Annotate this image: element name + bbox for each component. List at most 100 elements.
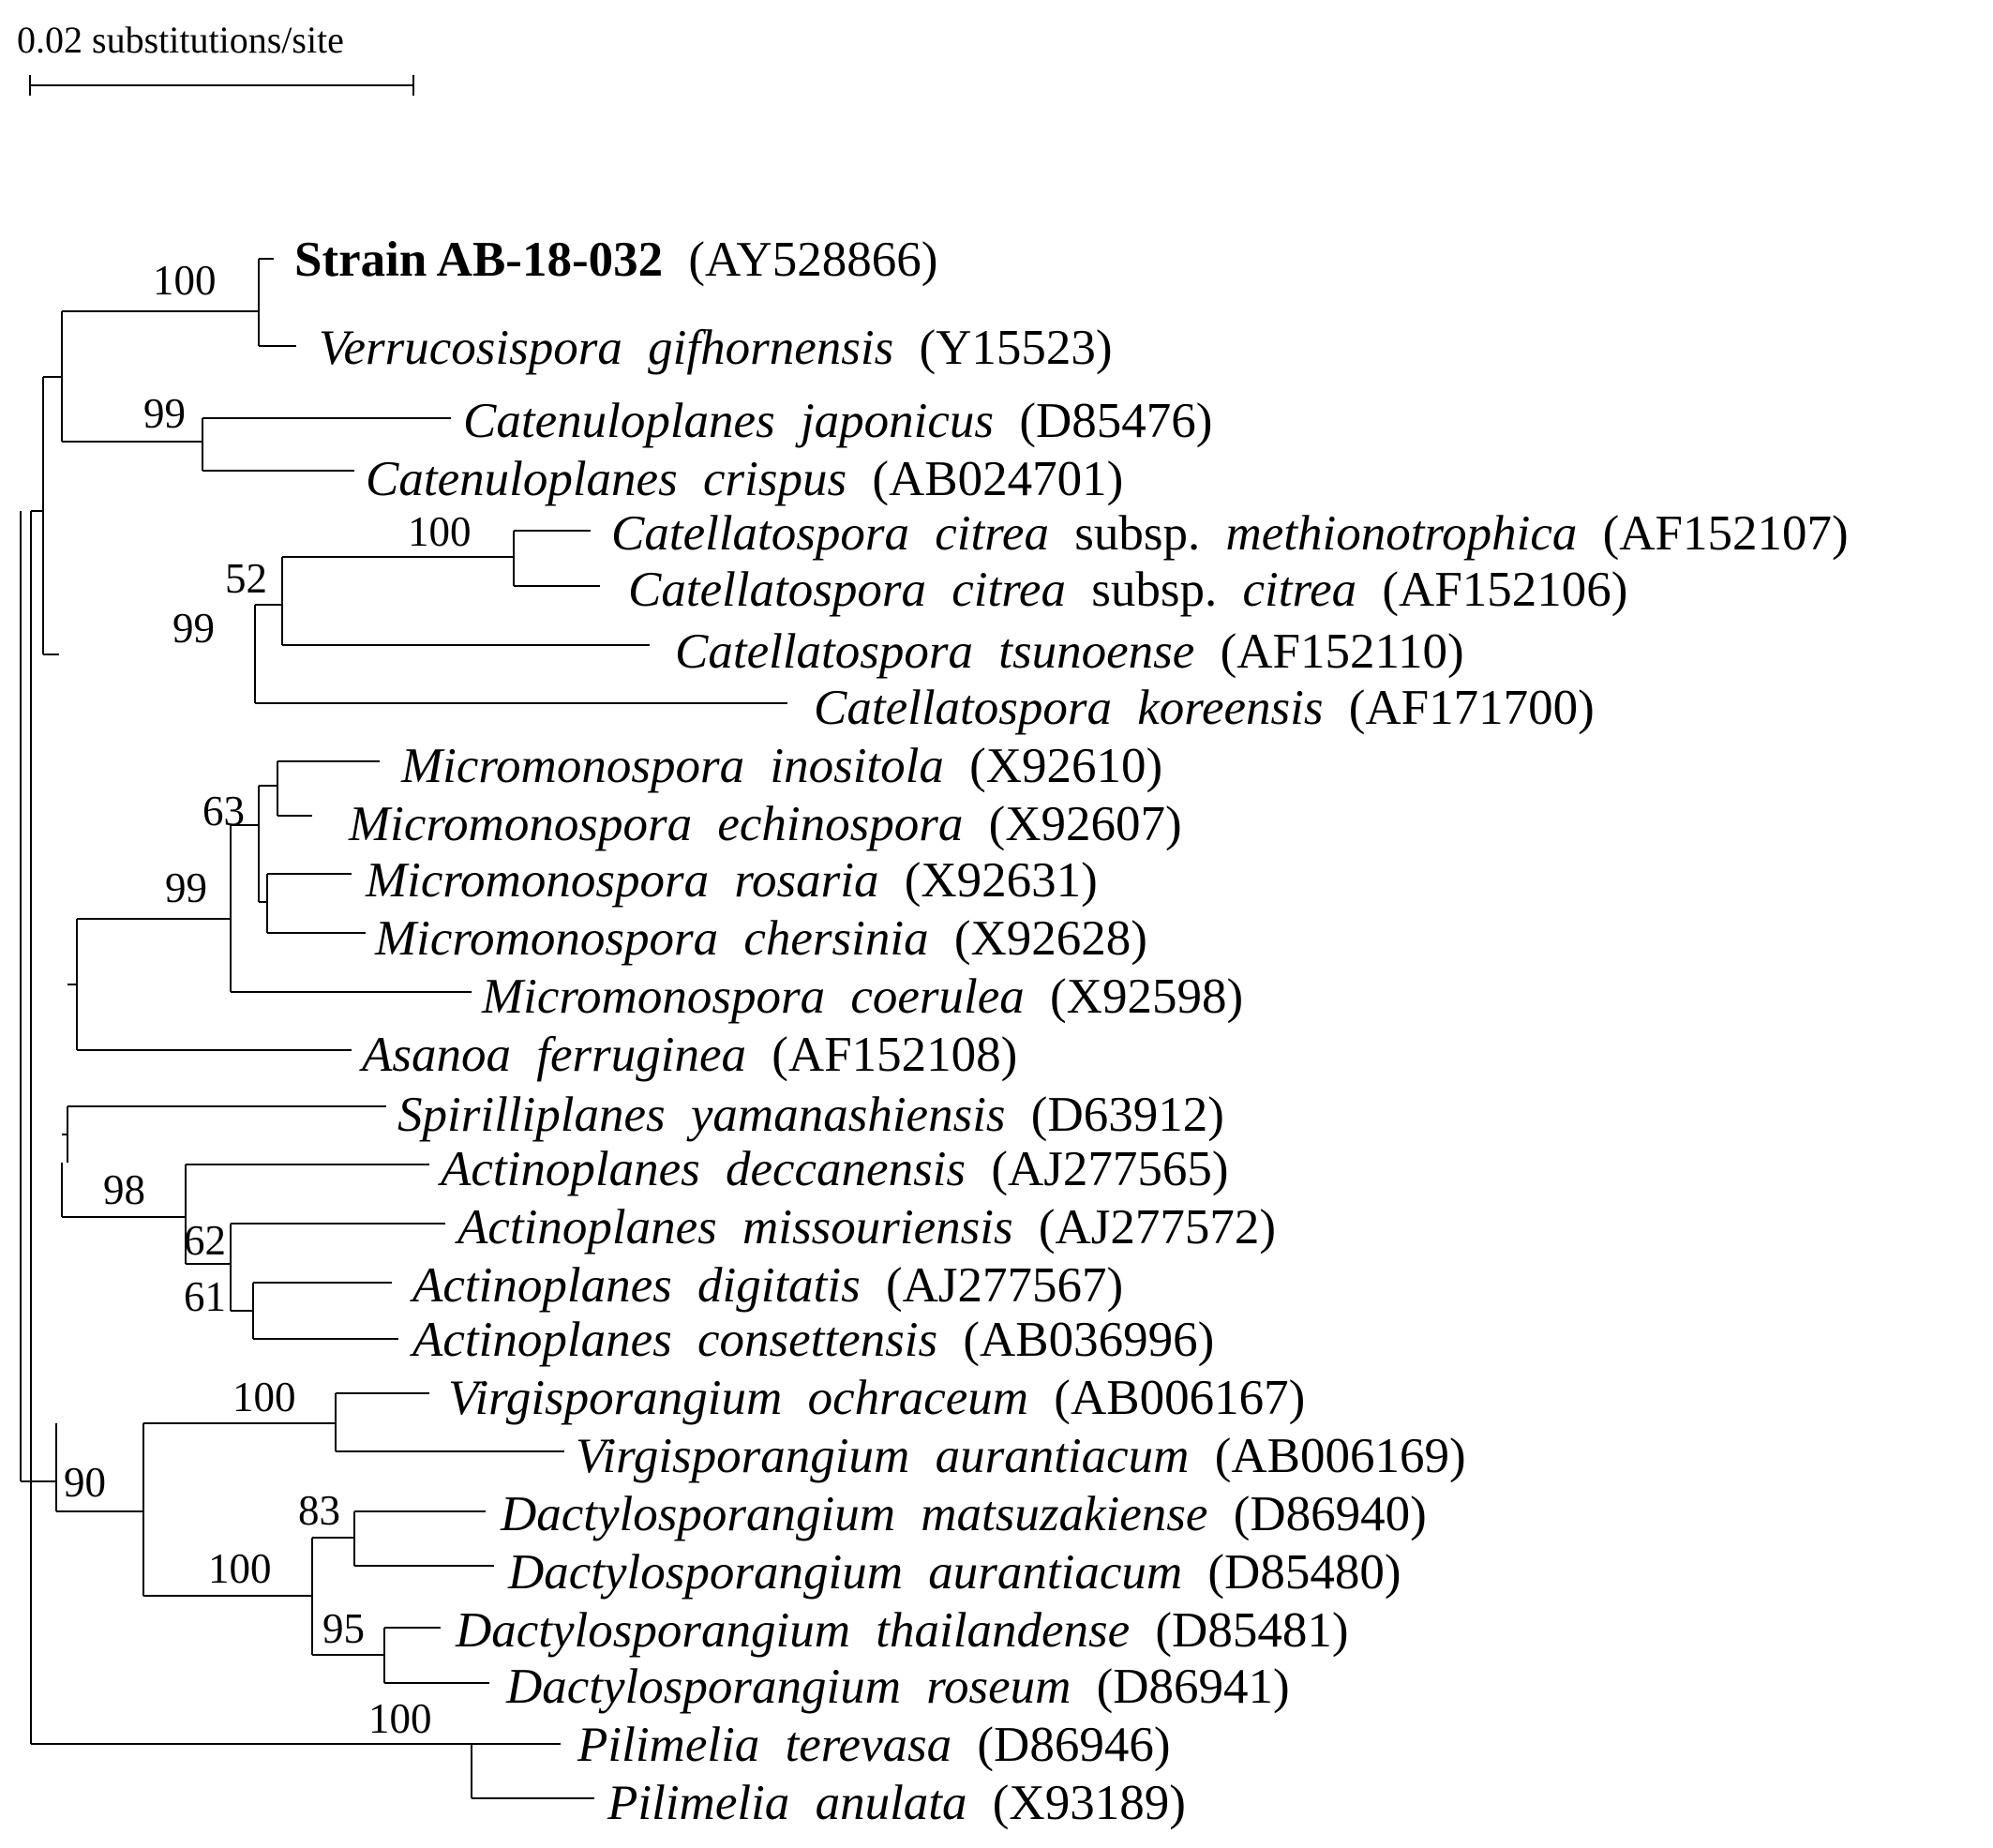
species-epithet: crispus [703, 452, 847, 506]
bootstrap-label: 90 [64, 1459, 106, 1506]
accession-number: (X93189) [993, 1776, 1186, 1830]
genus-name: Catellatospora [814, 681, 1112, 735]
accession-number: (D86941) [1097, 1660, 1290, 1714]
strain-name: Strain AB-18-032 [294, 233, 663, 287]
taxon-label: Catellatospora citrea subsp. citrea (AF1… [628, 563, 1627, 617]
genus-name: Pilimelia [577, 1718, 759, 1772]
accession-number: (X92610) [969, 739, 1162, 793]
genus-name: Micromonospora [348, 797, 692, 851]
taxon-label: Asanoa ferruginea (AF152108) [359, 1028, 1017, 1082]
subspecies-name: methionotrophica [1225, 506, 1577, 561]
genus-name: Micromonospora [481, 969, 825, 1024]
taxon-label: Virgisporangium aurantiacum (AB006169) [576, 1429, 1466, 1483]
taxon-label: Pilimelia terevasa (D86946) [577, 1718, 1170, 1772]
genus-name: Catenuloplanes [463, 394, 775, 448]
accession-number: (AB024701) [872, 452, 1123, 506]
taxon-label: Dactylosporangium matsuzakiense (D86940) [500, 1487, 1427, 1541]
species-epithet: japonicus [795, 394, 994, 448]
accession-number: (AJ277572) [1039, 1200, 1276, 1255]
taxon-label: Catellatospora citrea subsp. methionotro… [611, 506, 1849, 561]
genus-name: Actinoplanes [455, 1200, 717, 1255]
genus-name: Micromonospora [374, 911, 718, 966]
genus-name: Pilimelia [607, 1776, 789, 1830]
species-epithet: gifhornensis [648, 321, 893, 375]
taxon-label: Micromonospora inositola (X92610) [400, 739, 1162, 793]
accession-number: (AY528866) [688, 233, 937, 287]
bootstrap-label: 100 [368, 1695, 432, 1742]
genus-name: Dactylosporangium [500, 1487, 895, 1541]
taxon-label: Virgisporangium ochraceum (AB006167) [448, 1371, 1305, 1425]
taxon-label: Catellatospora koreensis (AF171700) [814, 681, 1595, 735]
species-epithet: ferruginea [536, 1028, 746, 1082]
subspecies-name: citrea [1242, 563, 1356, 617]
taxon-label: Dactylosporangium thailandense (D85481) [455, 1603, 1348, 1658]
species-epithet: yamanashiensis [686, 1088, 1006, 1142]
genus-name: Catenuloplanes [366, 452, 678, 506]
species-epithet: digitatis [697, 1258, 861, 1313]
accession-number: (D85481) [1155, 1603, 1348, 1658]
species-epithet: roseum [926, 1660, 1071, 1714]
accession-number: (X92607) [989, 797, 1182, 851]
species-epithet: missouriensis [742, 1200, 1013, 1255]
taxon-label: Actinoplanes missouriensis (AJ277572) [455, 1200, 1276, 1255]
taxon-label: Actinoplanes deccanensis (AJ277565) [438, 1142, 1229, 1196]
species-epithet: aurantiacum [928, 1545, 1182, 1600]
taxon-label: Actinoplanes digitatis (AJ277567) [410, 1258, 1123, 1313]
bootstrap-label: 100 [232, 1374, 296, 1420]
genus-name: Micromonospora [365, 853, 709, 908]
species-epithet: echinospora [717, 797, 963, 851]
taxon-label: Micromonospora coerulea (X92598) [481, 969, 1243, 1024]
accession-number: (AJ277565) [991, 1142, 1228, 1196]
genus-name: Actinoplanes [410, 1258, 672, 1313]
bootstrap-label: 100 [153, 257, 217, 304]
taxon-label: Dactylosporangium aurantiacum (D85480) [507, 1545, 1401, 1600]
taxon-label: Strain AB-18-032 (AY528866) [294, 233, 937, 287]
genus-name: Catellatospora [611, 506, 909, 561]
species-epithet: tsunoense [998, 624, 1194, 679]
accession-number: (AB036996) [963, 1313, 1214, 1367]
subspecies-marker: subsp. [1091, 563, 1217, 617]
accession-number: (AF152106) [1382, 563, 1627, 617]
accession-number: (X92598) [1050, 969, 1243, 1024]
bootstrap-values: 100 99 100 52 99 63 99 98 62 61 100 90 8… [64, 257, 472, 1742]
accession-number: (AF152110) [1221, 624, 1464, 679]
bootstrap-label: 98 [103, 1166, 145, 1213]
genus-name: Asanoa [359, 1028, 511, 1082]
accession-number: (X92631) [905, 853, 1098, 908]
accession-number: (AB006169) [1215, 1429, 1466, 1483]
accession-number: (AF152108) [772, 1028, 1017, 1082]
taxon-label: Catenuloplanes crispus (AB024701) [366, 452, 1123, 506]
genus-name: Spirilliplanes [397, 1088, 666, 1142]
accession-number: (AB006167) [1054, 1371, 1305, 1425]
species-epithet: consettensis [697, 1313, 937, 1367]
bootstrap-label: 62 [184, 1217, 226, 1264]
genus-name: Verrucosispora [319, 321, 622, 375]
species-epithet: inositola [770, 739, 944, 793]
taxon-label: Spirilliplanes yamanashiensis (D63912) [397, 1088, 1224, 1142]
accession-number: (D63912) [1031, 1088, 1224, 1142]
taxon-label: Pilimelia anulata (X93189) [607, 1776, 1186, 1830]
tree-branches [20, 258, 787, 1799]
accession-number: (D85480) [1207, 1545, 1401, 1600]
species-epithet: chersinia [743, 911, 928, 966]
taxon-label: Micromonospora chersinia (X92628) [374, 911, 1147, 966]
bootstrap-label: 99 [143, 390, 186, 437]
species-epithet: terevasa [786, 1718, 952, 1772]
scale-bar [29, 75, 414, 96]
species-epithet: deccanensis [726, 1142, 966, 1196]
taxon-label: Dactylosporangium roseum (D86941) [505, 1660, 1290, 1714]
bootstrap-label: 100 [208, 1545, 272, 1592]
genus-name: Actinoplanes [410, 1313, 672, 1367]
leaf-labels: Strain AB-18-032 (AY528866) Verrucosispo… [294, 233, 1849, 1830]
genus-name: Catellatospora [628, 563, 926, 617]
species-epithet: koreensis [1137, 681, 1323, 735]
taxon-label: Micromonospora echinospora (X92607) [348, 797, 1182, 851]
accession-number: (X92628) [954, 911, 1147, 966]
accession-number: (D85476) [1019, 394, 1212, 448]
genus-name: Virgisporangium [448, 1371, 782, 1425]
species-epithet: matsuzakiense [921, 1487, 1207, 1541]
taxon-label: Verrucosispora gifhornensis (Y15523) [319, 321, 1113, 375]
accession-number: (D86946) [977, 1718, 1170, 1772]
bootstrap-label: 61 [184, 1273, 226, 1320]
species-epithet: citrea [935, 506, 1049, 561]
